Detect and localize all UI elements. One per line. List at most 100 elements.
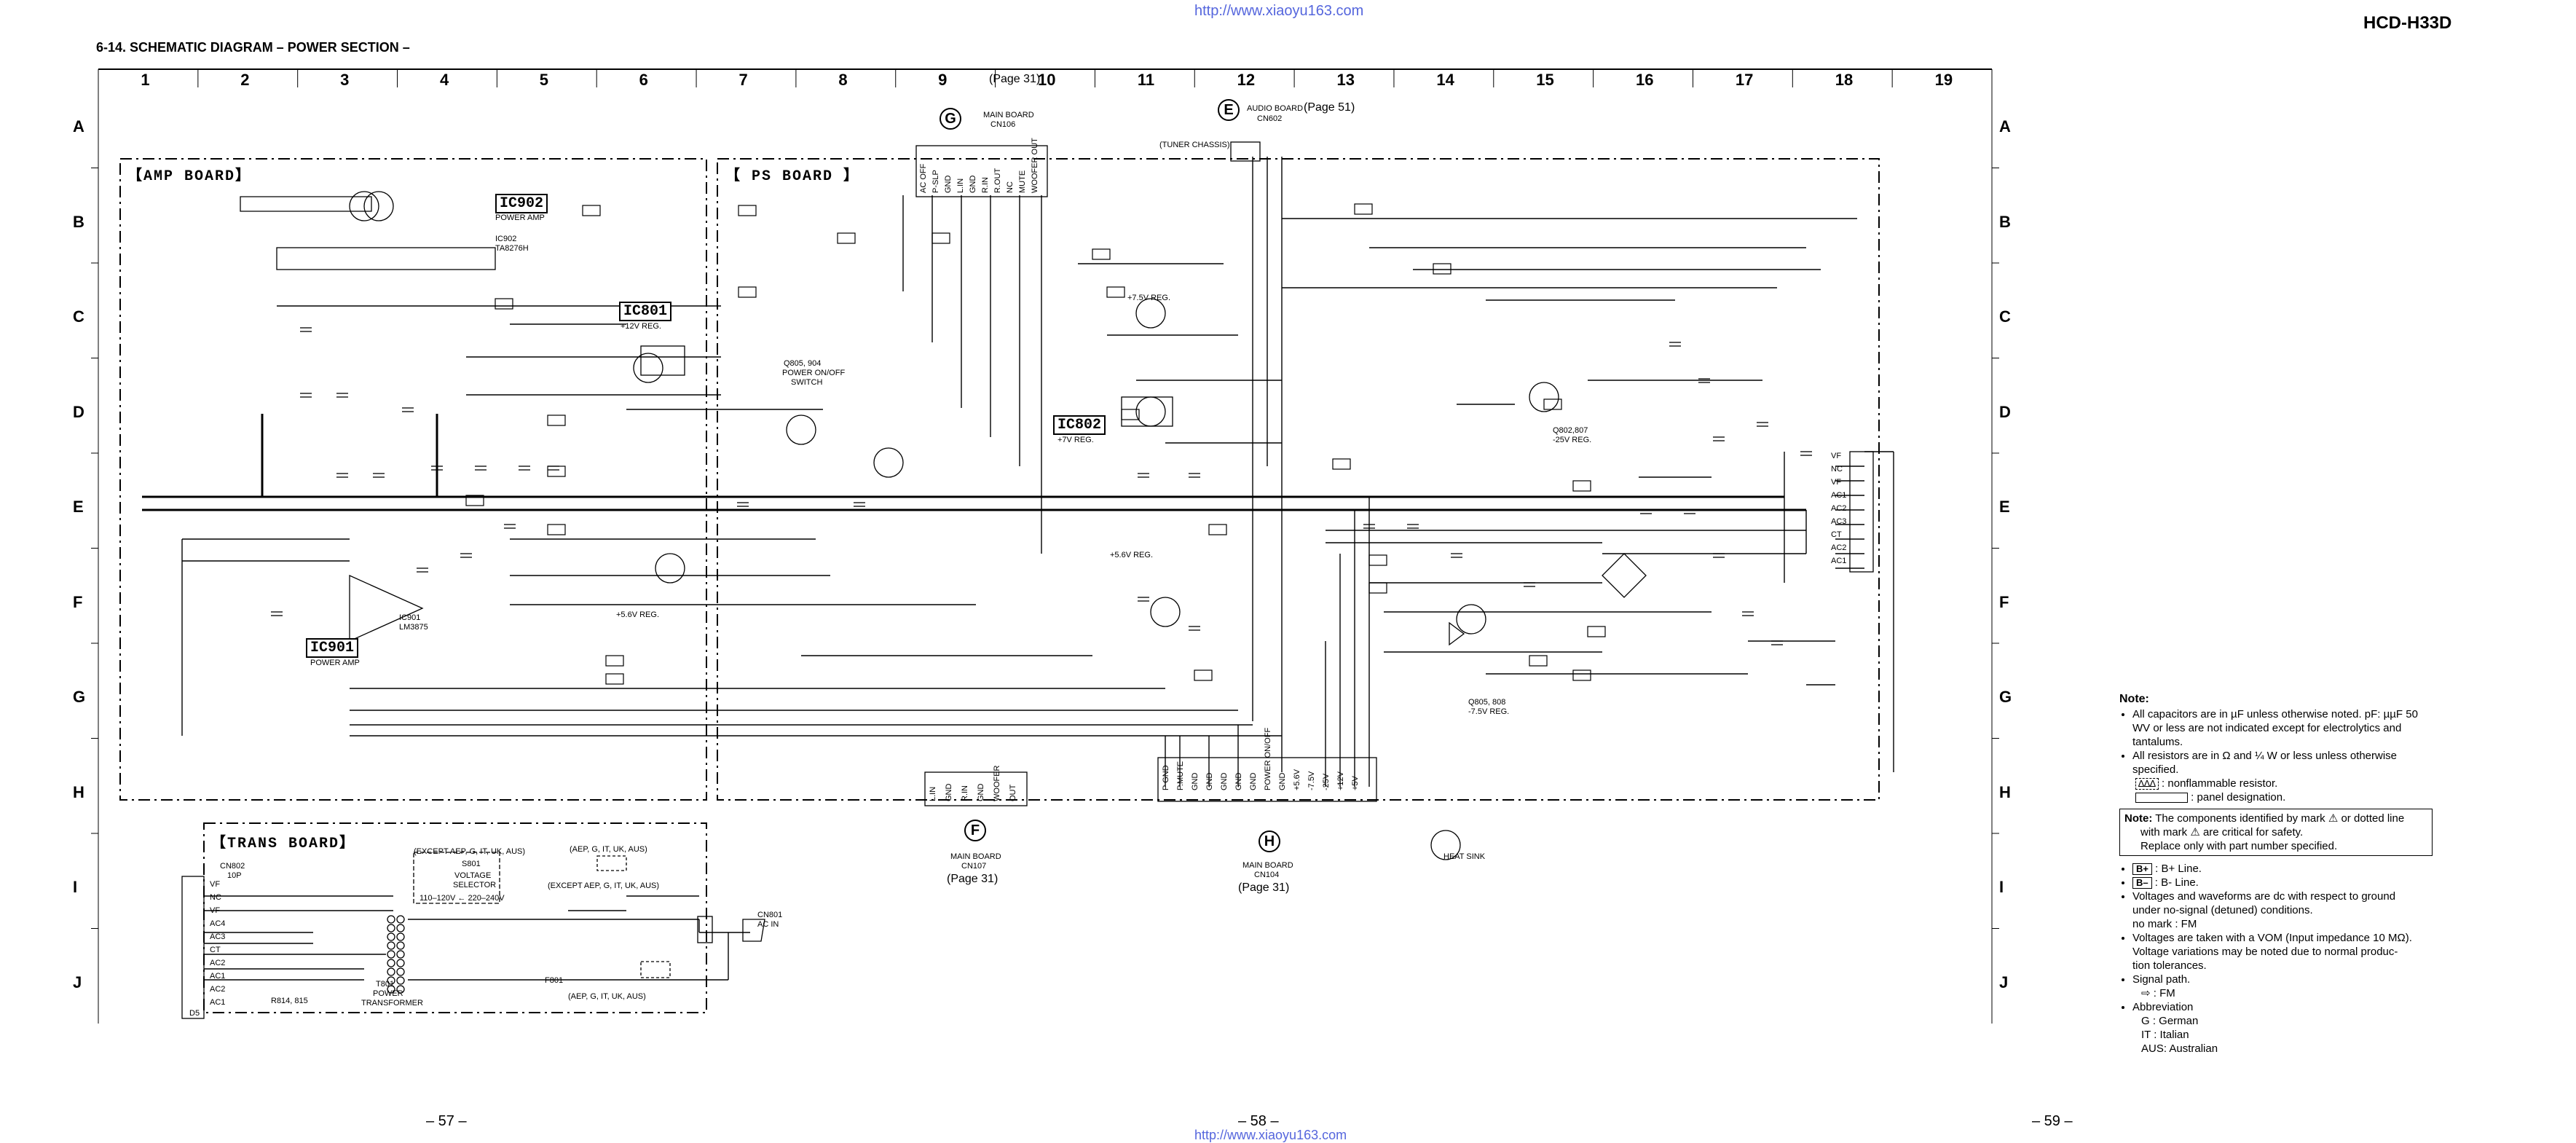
conn-h-cn: CN104	[1254, 871, 1280, 879]
column-number: 17	[1735, 71, 1754, 89]
pin-label: GND	[1220, 772, 1229, 790]
note-nfr-row: ∆∆∆ : nonflammable resistor.	[2119, 777, 2433, 790]
transformer-coil	[387, 976, 395, 985]
conn-h-page: (Page 31)	[1238, 881, 1290, 894]
watermark-top: http://www.xiaoyu163.com	[1194, 3, 1364, 19]
transformer-coil	[396, 915, 405, 924]
line-tag	[1092, 248, 1111, 260]
column-number: 18	[1835, 71, 1854, 89]
abbr-aus: AUS: Australian	[2141, 1042, 2218, 1055]
column-number: 8	[838, 71, 848, 89]
transistor	[633, 353, 663, 383]
note-panel-row: : panel designation.	[2119, 790, 2433, 804]
pin-label: -25V	[1322, 773, 1331, 790]
ic902-part: IC902	[495, 235, 517, 243]
pin-label: R.IN	[981, 177, 990, 193]
q802-807: Q802,807	[1553, 426, 1588, 435]
line-tag	[1368, 582, 1387, 594]
notes-block: Note: All capacitors are in µF unless ot…	[2119, 692, 2433, 1056]
transformer-coil	[396, 959, 405, 967]
column-number: 6	[639, 71, 648, 89]
power-switch-label: POWER ON/OFF	[782, 369, 846, 377]
q805-904-label: Q805, 904	[784, 359, 822, 368]
line-tag	[582, 205, 601, 216]
page-number-57: – 57 –	[426, 1113, 467, 1129]
transformer-coil	[396, 924, 405, 932]
model-name: HCD-H33D	[2363, 13, 2452, 33]
ic802-body	[1121, 396, 1173, 427]
trans-aep1: (AEP, G, IT, UK, AUS)	[570, 845, 647, 854]
pin-label: AC1	[210, 972, 226, 981]
line-tag	[1332, 458, 1351, 470]
line-tag	[1106, 286, 1125, 298]
aep-box-1	[596, 855, 627, 871]
line-tag	[1194, 669, 1213, 681]
row-letter: D	[1999, 402, 2011, 421]
safety-note-box: Note: The components identified by mark …	[2119, 809, 2433, 856]
ic901-part2: LM3875	[399, 623, 428, 632]
conn-h-letter: H	[1259, 830, 1280, 852]
transformer-coil	[387, 967, 395, 976]
pin-label: AC4	[210, 919, 226, 928]
vom-2: Voltage variations may be noted due to n…	[2132, 946, 2398, 958]
conn-e-board: AUDIO BOARD	[1247, 104, 1304, 113]
transistor	[1135, 396, 1166, 427]
ic902-part2: TA8276H	[495, 244, 529, 253]
selector-label: SELECTOR	[453, 881, 497, 889]
pin-label: CT	[210, 946, 221, 954]
transformer-coil	[396, 985, 405, 994]
pin-label: NC	[1831, 465, 1843, 474]
transformer-coil	[387, 950, 395, 959]
heat-sink-label: HEAT SINK	[1443, 852, 1486, 861]
conn-g-board: MAIN BOARD	[983, 111, 1034, 119]
abbr-g: G : German	[2141, 1015, 2199, 1027]
pin-label: R.IN	[961, 785, 969, 801]
diode	[1449, 621, 1465, 646]
conn-e-sub: (TUNER CHASSIS)	[1159, 141, 1230, 149]
volt-range-label: 110–120V ← 220–240V	[420, 894, 505, 903]
conn-f-board: MAIN BOARD	[950, 852, 1001, 861]
column-number: 2	[240, 71, 250, 89]
bplus-symbol: B+	[2132, 863, 2152, 875]
signal-row: ⇨ : FM	[2132, 986, 2433, 1000]
q801-sub: +7.5V REG.	[1127, 294, 1171, 302]
transistor	[1430, 830, 1461, 860]
ic902-body	[276, 247, 496, 270]
transistor	[1529, 382, 1559, 412]
pin-label: AC1	[210, 998, 226, 1007]
transistor	[349, 191, 379, 221]
transformer-coil	[387, 941, 395, 950]
cn801-label: CN801	[757, 911, 783, 919]
s801-label: S801	[462, 860, 481, 868]
signal-fm: : FM	[2153, 987, 2175, 999]
note-vom: Voltages are taken with a VOM (Input imp…	[2132, 931, 2433, 973]
ic802-sub: +7V REG.	[1057, 436, 1094, 444]
pin-label: +12V	[1336, 771, 1345, 790]
q806-sub: +5.6V REG.	[1110, 551, 1154, 559]
section-title: 6-14. SCHEMATIC DIAGRAM – POWER SECTION …	[96, 40, 410, 55]
line-tag	[837, 232, 856, 244]
conn-h-board: MAIN BOARD	[1242, 861, 1293, 870]
pin-label: AC1	[1831, 491, 1847, 500]
line-tag	[1572, 480, 1591, 492]
transformer-coil	[396, 967, 405, 976]
vom-1: Voltages are taken with a VOM (Input imp…	[2132, 932, 2412, 944]
line-tag	[605, 673, 624, 685]
row-letter: G	[73, 688, 86, 707]
safety-text-2: with mark ⚠ are critical for safety.	[2140, 826, 2304, 838]
note-signal: Signal path.⇨ : FM	[2132, 973, 2433, 1000]
ic901-label: IC901	[306, 638, 359, 658]
column-number: 15	[1536, 71, 1554, 89]
safety-text-1: The components identified by mark ⚠ or d…	[2155, 812, 2405, 825]
pin-label: AC2	[210, 985, 226, 994]
pin-label: GND	[1191, 772, 1200, 790]
ic801-body	[640, 345, 685, 376]
pin-label: AC2	[210, 959, 226, 967]
conn-h-block	[1157, 757, 1377, 802]
line-tag	[465, 495, 484, 506]
abbr-title: Abbreviation	[2132, 1001, 2194, 1013]
conn-g-letter: G	[940, 108, 961, 130]
voltage-label: VOLTAGE	[454, 871, 492, 880]
watermark-bottom: http://www.xiaoyu163.com	[1194, 1128, 1347, 1142]
line-tag	[1354, 203, 1373, 215]
